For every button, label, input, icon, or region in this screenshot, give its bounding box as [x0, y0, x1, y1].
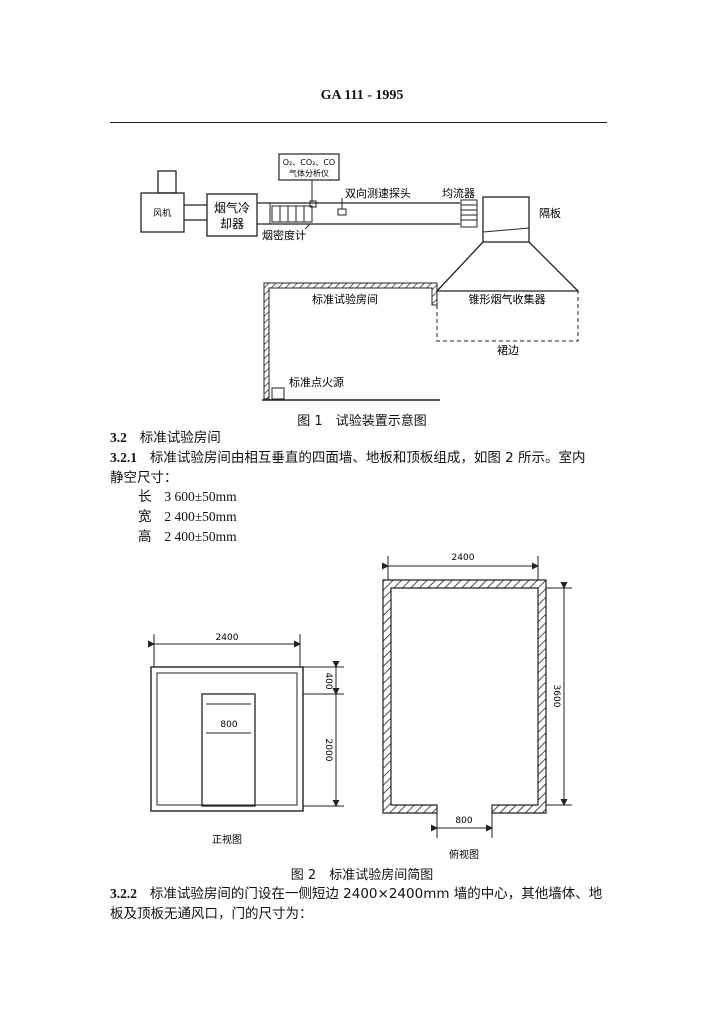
section-3-2-heading: 3.2 标准试验房间 [110, 428, 221, 448]
paragraph-number: 3.2.1 [110, 450, 137, 465]
fan-label: 风机 [153, 207, 171, 219]
front-view-title: 正视图 [212, 833, 242, 846]
paragraph-line-1: 标准试验房间的门设在一侧短边 2400×2400mm 墙的中心，其他墙体、地 [149, 886, 603, 902]
figure-1-apparatus: 风机 烟气冷 却器 O₂、CO₂、CO 气体分析仪 双向测速探头 均流器 隔板 … [140, 153, 580, 401]
front-top-dim: 400 [323, 672, 333, 689]
skirt-outline [436, 291, 579, 342]
paragraph-line-1: 标准试验房间由相互垂直的四面墙、地板和顶板组成，如图 2 所示。室内 [149, 450, 586, 466]
cooler-label-1: 烟气冷 [214, 200, 250, 215]
front-door-dim: 800 [220, 720, 237, 730]
paragraph-line-2: 静空尺寸： [110, 470, 178, 486]
figure-2-room-drawings: 2400 800 400 2000 正视图 2400 3600 800 俯视图 [148, 553, 572, 861]
dimension-height: 高 2 400±50mm [138, 529, 237, 545]
header-rule [110, 122, 607, 123]
collector-cone [435, 241, 580, 292]
equalizer-label: 均流器 [442, 186, 475, 200]
fan-motor [157, 170, 177, 194]
room-label: 标准试验房间 [312, 292, 378, 306]
baffle-label: 隔板 [539, 206, 561, 220]
skirt-label: 裙边 [497, 344, 519, 357]
analyzer-label-1: O₂、CO₂、CO [283, 158, 335, 167]
section-title: 标准试验房间 [139, 430, 221, 446]
plan-length-dim: 3600 [551, 685, 561, 708]
room-walls [263, 282, 438, 400]
cooler-label-2: 却器 [220, 217, 244, 231]
dimension-list: 长 3 600±50mm 宽 2 400±50mm 高 2 400±50mm [138, 487, 237, 547]
plan-view: 2400 3600 800 俯视图 [382, 553, 572, 861]
figure-2-caption: 图 2 标准试验房间简图 [290, 868, 434, 883]
collector-label: 锥形烟气收集器 [469, 292, 546, 306]
analyzer-label-2: 气体分析仪 [289, 168, 329, 178]
page-header: GA 111 - 1995 [320, 88, 404, 103]
front-height-dim: 2000 [323, 739, 333, 762]
probe-label: 双向测速探头 [345, 186, 411, 200]
fan-box [140, 192, 185, 233]
paragraph-3-2-2: 3.2.2 标准试验房间的门设在一侧短边 2400×2400mm 墙的中心，其他… [110, 884, 622, 924]
paragraph-number: 3.2.2 [110, 886, 137, 901]
section-number: 3.2 [110, 430, 127, 445]
front-door [201, 693, 256, 807]
dimension-width: 宽 2 400±50mm [138, 509, 237, 525]
dimension-length: 长 3 600±50mm [138, 489, 237, 505]
densitometer-label: 烟密度计 [262, 228, 306, 242]
ignition-label: 标准点火源 [289, 375, 344, 389]
plan-view-title: 俯视图 [449, 848, 479, 861]
cooler-box [206, 193, 258, 237]
plan-walls [382, 579, 547, 814]
front-width-dim: 2400 [216, 633, 239, 643]
plan-door-dim: 800 [455, 816, 472, 826]
plan-width-dim: 2400 [452, 553, 475, 563]
gas-analyzer-box [278, 153, 340, 181]
paragraph-line-2: 板及顶板无通风口，门的尺寸为： [110, 906, 313, 922]
hood-top [482, 196, 530, 243]
paragraph-3-2-1: 3.2.1 标准试验房间由相互垂直的四面墙、地板和顶板组成，如图 2 所示。室内… [110, 448, 620, 488]
front-view: 2400 800 400 2000 正视图 [148, 633, 344, 846]
figure-1-caption: 图 1 试验装置示意图 [297, 414, 427, 429]
